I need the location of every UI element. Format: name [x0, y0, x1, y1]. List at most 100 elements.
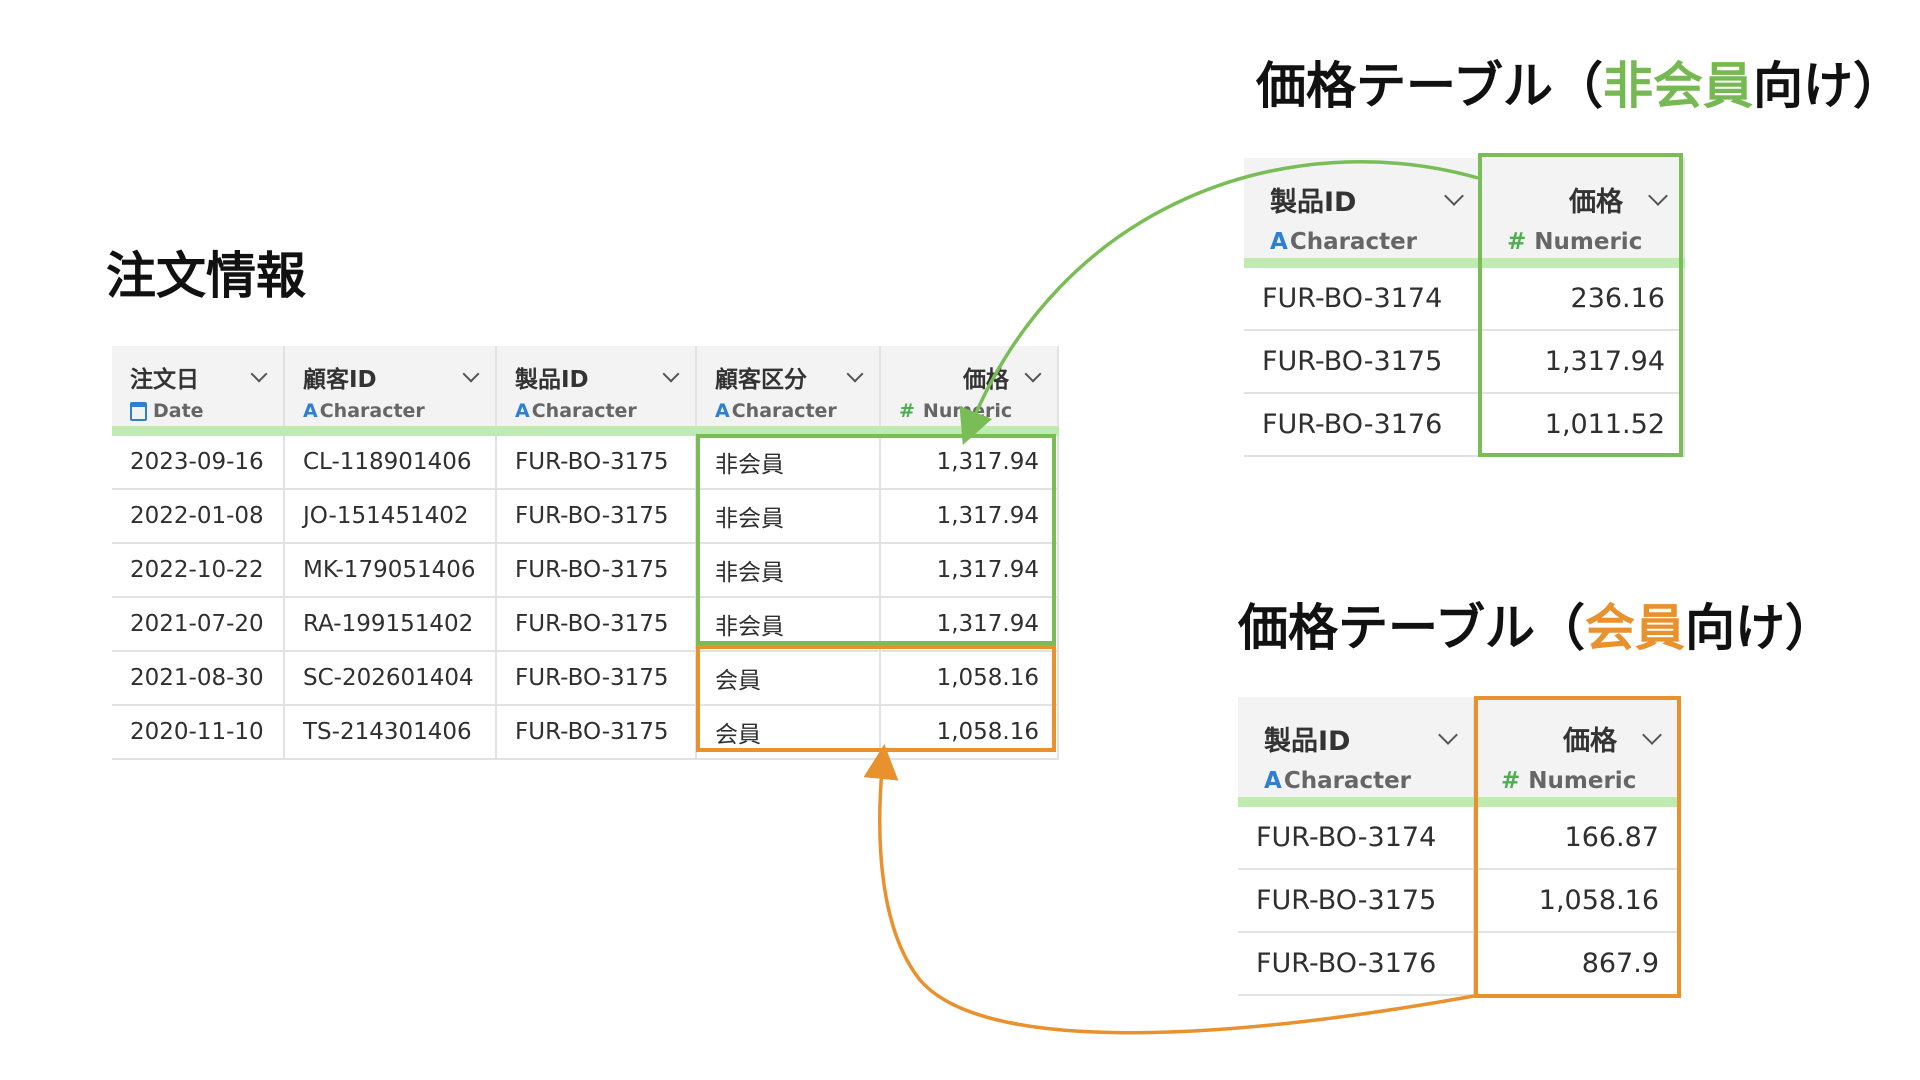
- character-type-icon: A: [1264, 768, 1282, 794]
- column-type: Numeric: [1528, 768, 1637, 794]
- cell-order-date: 2021-08-30: [112, 651, 285, 706]
- price-nonmember-title: 価格テーブル（非会員向け）: [1256, 46, 1903, 118]
- chevron-down-icon[interactable]: [1024, 365, 1042, 383]
- chevron-down-icon[interactable]: [462, 365, 480, 383]
- cell-price: 1,317.94: [1480, 330, 1685, 394]
- character-type-icon: A: [515, 400, 530, 422]
- column-header-price[interactable]: 価格 # Numeric: [1474, 697, 1679, 807]
- numeric-type-icon: #: [1507, 229, 1527, 255]
- numeric-type-icon: #: [1501, 768, 1521, 794]
- column-type: Date: [153, 400, 204, 422]
- column-label: 顧客区分: [715, 367, 807, 393]
- chevron-down-icon[interactable]: [1642, 724, 1662, 745]
- cell-product-id: FUR-BO-3176: [1244, 393, 1481, 457]
- orders-title: 注文情報: [106, 247, 306, 305]
- cell-price: 1,317.94: [880, 489, 1059, 544]
- cell-price: 1,058.16: [1474, 869, 1679, 933]
- cell-product-id: FUR-BO-3175: [496, 431, 697, 490]
- title-highlight-member: 会員: [1585, 599, 1685, 657]
- cell-price: 236.16: [1480, 263, 1685, 331]
- character-type-icon: A: [715, 400, 730, 422]
- cell-product-id: FUR-BO-3175: [496, 489, 697, 544]
- title-highlight-nonmember: 非会員: [1603, 57, 1753, 115]
- title-prefix: 価格テーブル（: [1238, 599, 1585, 657]
- cell-customer-id: TS-214301406: [284, 705, 497, 760]
- column-type: Character: [319, 400, 425, 422]
- table-row: FUR-BO-3174 166.87: [1238, 802, 1679, 870]
- chevron-down-icon[interactable]: [1648, 185, 1668, 206]
- cell-order-date: 2023-09-16: [112, 431, 285, 490]
- column-label: 注文日: [130, 367, 199, 393]
- table-row: FUR-BO-3175 1,317.94: [1244, 330, 1685, 394]
- title-suffix: 向け）: [1753, 57, 1903, 115]
- column-header-price[interactable]: 価格 # Numeric: [880, 346, 1059, 436]
- cell-product-id: FUR-BO-3174: [1244, 263, 1481, 331]
- column-type: Character: [1283, 768, 1412, 794]
- table-row: FUR-BO-3175 1,058.16: [1238, 869, 1679, 933]
- table-row: 2021-07-20 RA-199151402 FUR-BO-3175 非会員 …: [112, 597, 1059, 652]
- title-prefix: 価格テーブル（: [1256, 57, 1603, 115]
- table-row: FUR-BO-3174 236.16: [1244, 263, 1685, 331]
- title-suffix: 向け）: [1685, 599, 1835, 657]
- column-label: 製品ID: [1264, 726, 1351, 757]
- cell-product-id: FUR-BO-3175: [1238, 869, 1475, 933]
- cell-price: 1,317.94: [880, 431, 1059, 490]
- cell-customer-segment: 非会員: [696, 431, 881, 490]
- cell-price: 1,317.94: [880, 597, 1059, 652]
- cell-order-date: 2020-11-10: [112, 705, 285, 760]
- cell-product-id: FUR-BO-3175: [496, 651, 697, 706]
- cell-customer-id: MK-179051406: [284, 543, 497, 598]
- chevron-down-icon[interactable]: [1444, 185, 1464, 206]
- character-type-icon: A: [303, 400, 318, 422]
- column-label: 顧客ID: [303, 367, 377, 393]
- column-label: 価格: [963, 367, 1009, 393]
- cell-product-id: FUR-BO-3175: [496, 543, 697, 598]
- table-row: 2023-09-16 CL-118901406 FUR-BO-3175 非会員 …: [112, 431, 1059, 490]
- calendar-icon: [130, 401, 147, 421]
- column-header-order-date[interactable]: 注文日 Date: [112, 346, 285, 436]
- table-row: 2020-11-10 TS-214301406 FUR-BO-3175 会員 1…: [112, 705, 1059, 760]
- cell-product-id: FUR-BO-3175: [496, 597, 697, 652]
- column-type: Numeric: [1534, 229, 1643, 255]
- column-label: 価格: [1569, 187, 1623, 218]
- chevron-down-icon[interactable]: [250, 365, 268, 383]
- cell-order-date: 2022-01-08: [112, 489, 285, 544]
- column-type: Character: [531, 400, 637, 422]
- column-type: Numeric: [922, 400, 1013, 422]
- cell-product-id: FUR-BO-3175: [1244, 330, 1481, 394]
- cell-price: 1,058.16: [880, 651, 1059, 706]
- price-member-title: 価格テーブル（会員向け）: [1238, 588, 1835, 660]
- cell-price: 1,058.16: [880, 705, 1059, 760]
- column-label: 価格: [1563, 726, 1617, 757]
- cell-product-id: FUR-BO-3176: [1238, 932, 1475, 996]
- numeric-type-icon: #: [899, 400, 915, 422]
- chevron-down-icon[interactable]: [846, 365, 864, 383]
- cell-order-date: 2022-10-22: [112, 543, 285, 598]
- chevron-down-icon[interactable]: [1438, 724, 1458, 745]
- table-row: FUR-BO-3176 867.9: [1238, 932, 1679, 996]
- column-label: 製品ID: [1270, 187, 1357, 218]
- cell-customer-segment: 非会員: [696, 543, 881, 598]
- column-type: Character: [731, 400, 837, 422]
- table-row: FUR-BO-3176 1,011.52: [1244, 393, 1685, 457]
- cell-order-date: 2021-07-20: [112, 597, 285, 652]
- column-header-price[interactable]: 価格 # Numeric: [1480, 158, 1685, 268]
- chevron-down-icon[interactable]: [662, 365, 680, 383]
- cell-customer-segment: 会員: [696, 705, 881, 760]
- column-type: Character: [1289, 229, 1418, 255]
- character-type-icon: A: [1270, 229, 1288, 255]
- column-label: 製品ID: [515, 367, 589, 393]
- cell-customer-id: RA-199151402: [284, 597, 497, 652]
- cell-customer-id: CL-118901406: [284, 431, 497, 490]
- cell-price: 166.87: [1474, 802, 1679, 870]
- table-row: 2022-01-08 JO-151451402 FUR-BO-3175 非会員 …: [112, 489, 1059, 544]
- cell-product-id: FUR-BO-3175: [496, 705, 697, 760]
